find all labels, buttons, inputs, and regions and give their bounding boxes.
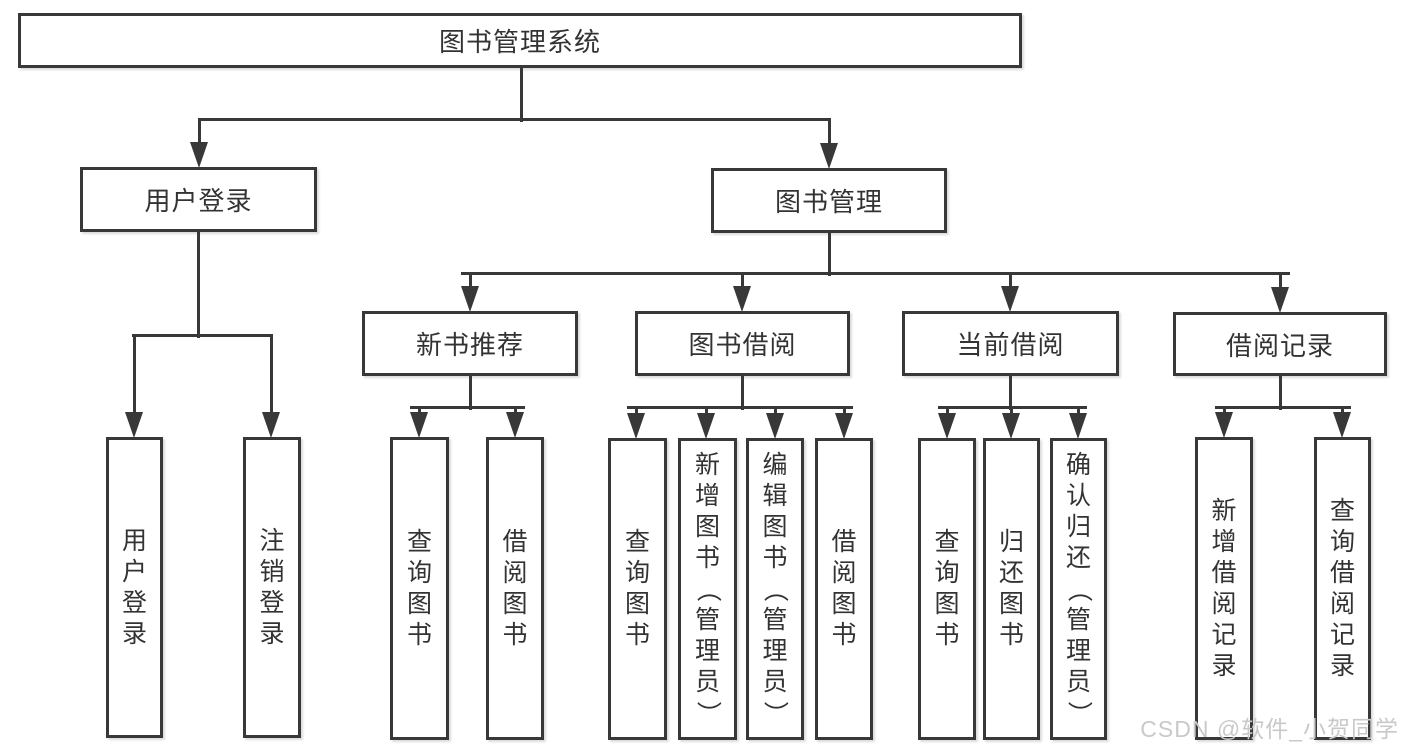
node-label: 归还图书 (998, 528, 1024, 649)
leaf-current-query-book: 查询图书 (918, 438, 976, 740)
node-label: 查询图书 (934, 528, 960, 649)
leaf-query-borrow-record: 查询借阅记录 (1314, 437, 1371, 740)
connector-line-vertical (469, 273, 472, 295)
connector-line-vertical (635, 407, 638, 418)
watermark: CSDN @软件_小贺同学 (1140, 716, 1399, 742)
arrowhead-down-icon (1002, 413, 1020, 439)
leaf-logout: 注销登录 (243, 437, 301, 738)
connector-line-vertical (741, 273, 744, 295)
node-label: 借阅图书 (502, 527, 528, 649)
connector-line-horizontal (132, 334, 273, 337)
node-label: 查询图书 (624, 528, 650, 649)
leaf-borrow-add-book-admin: 新增图书（管理员） (678, 438, 737, 740)
connector-line-vertical (1279, 376, 1282, 410)
connector-line-vertical (1009, 273, 1012, 295)
connector-line-horizontal (627, 406, 853, 409)
leaf-borrow-borrow-book: 借阅图书 (815, 438, 873, 740)
leaf-recommend-borrow-book: 借阅图书 (486, 437, 544, 740)
node-label: 借阅记录 (1225, 330, 1334, 361)
connector-line-horizontal (198, 118, 831, 121)
leaf-borrow-query-book: 查询图书 (608, 438, 667, 740)
connector-line-horizontal (1215, 406, 1351, 409)
connector-line-vertical (1009, 376, 1012, 410)
leaf-current-confirm-return-admin: 确认归还（管理员） (1050, 438, 1107, 740)
connector-line-horizontal (461, 272, 1290, 275)
node-book-management: 图书管理 (711, 168, 947, 233)
connector-line-vertical (520, 68, 523, 122)
arrowhead-down-icon (697, 413, 715, 439)
connector-line-vertical (197, 232, 200, 338)
node-user-login: 用户登录 (80, 167, 317, 232)
arrowhead-down-icon (262, 412, 280, 438)
connector-line-vertical (1010, 407, 1013, 418)
node-label: 图书管理系统 (438, 27, 601, 57)
leaf-recommend-query-book: 查询图书 (390, 437, 449, 740)
arrowhead-down-icon (1001, 286, 1019, 312)
arrowhead-down-icon (190, 142, 208, 168)
arrowhead-down-icon (125, 412, 143, 438)
leaf-add-borrow-record: 新增借阅记录 (1195, 437, 1253, 740)
node-label: 编辑图书（管理员） (761, 450, 790, 726)
arrowhead-down-icon (1271, 287, 1289, 313)
connector-line-vertical (828, 233, 831, 276)
node-new-book-recommend: 新书推荐 (362, 311, 578, 376)
arrowhead-down-icon (461, 286, 479, 312)
node-current-borrow: 当前借阅 (902, 311, 1119, 376)
node-borrow-records: 借阅记录 (1173, 312, 1387, 376)
node-label: 查询图书 (406, 527, 432, 649)
arrowhead-down-icon (1333, 412, 1351, 438)
node-book-borrow: 图书借阅 (635, 311, 850, 376)
node-label: 新增借阅记录 (1211, 496, 1237, 680)
connector-line-vertical (198, 119, 201, 150)
arrowhead-down-icon (410, 412, 428, 438)
connector-line-vertical (270, 335, 273, 418)
node-label: 新书推荐 (415, 330, 524, 360)
arrowhead-down-icon (627, 413, 645, 439)
connector-line-vertical (774, 407, 777, 418)
node-label: 图书借阅 (688, 330, 797, 360)
leaf-current-return-book: 归还图书 (983, 438, 1040, 740)
connector-line-horizontal (410, 406, 525, 409)
connector-line-vertical (133, 335, 136, 418)
connector-line-horizontal (938, 406, 1087, 409)
arrowhead-down-icon (733, 286, 751, 312)
node-label: 确认归还（管理员） (1064, 450, 1093, 726)
connector-line-vertical (469, 376, 472, 410)
connector-line-vertical (741, 376, 744, 410)
connector-line-vertical (705, 407, 708, 418)
connector-line-vertical (828, 119, 831, 150)
node-label: 图书管理 (774, 187, 883, 217)
arrowhead-down-icon (938, 413, 956, 439)
arrowhead-down-icon (820, 143, 838, 169)
connector-line-vertical (946, 407, 949, 418)
node-book-management-system: 图书管理系统 (18, 13, 1022, 68)
connector-line-vertical (1279, 273, 1282, 295)
leaf-user-login: 用户登录 (106, 437, 163, 738)
node-label: 当前借阅 (956, 330, 1065, 360)
node-label: 借阅图书 (831, 528, 857, 649)
connector-line-vertical (843, 407, 846, 418)
arrowhead-down-icon (766, 413, 784, 439)
node-label: 用户登录 (144, 186, 253, 216)
arrowhead-down-icon (506, 412, 524, 438)
node-label: 用户登录 (121, 526, 147, 648)
arrowhead-down-icon (1215, 412, 1233, 438)
arrowhead-down-icon (835, 413, 853, 439)
arrowhead-down-icon (1069, 413, 1087, 439)
node-label: 新增图书（管理员） (693, 450, 722, 726)
leaf-borrow-edit-book-admin: 编辑图书（管理员） (746, 438, 804, 740)
connector-line-vertical (1077, 407, 1080, 418)
node-label: 查询借阅记录 (1329, 496, 1355, 680)
node-label: 注销登录 (259, 526, 285, 648)
